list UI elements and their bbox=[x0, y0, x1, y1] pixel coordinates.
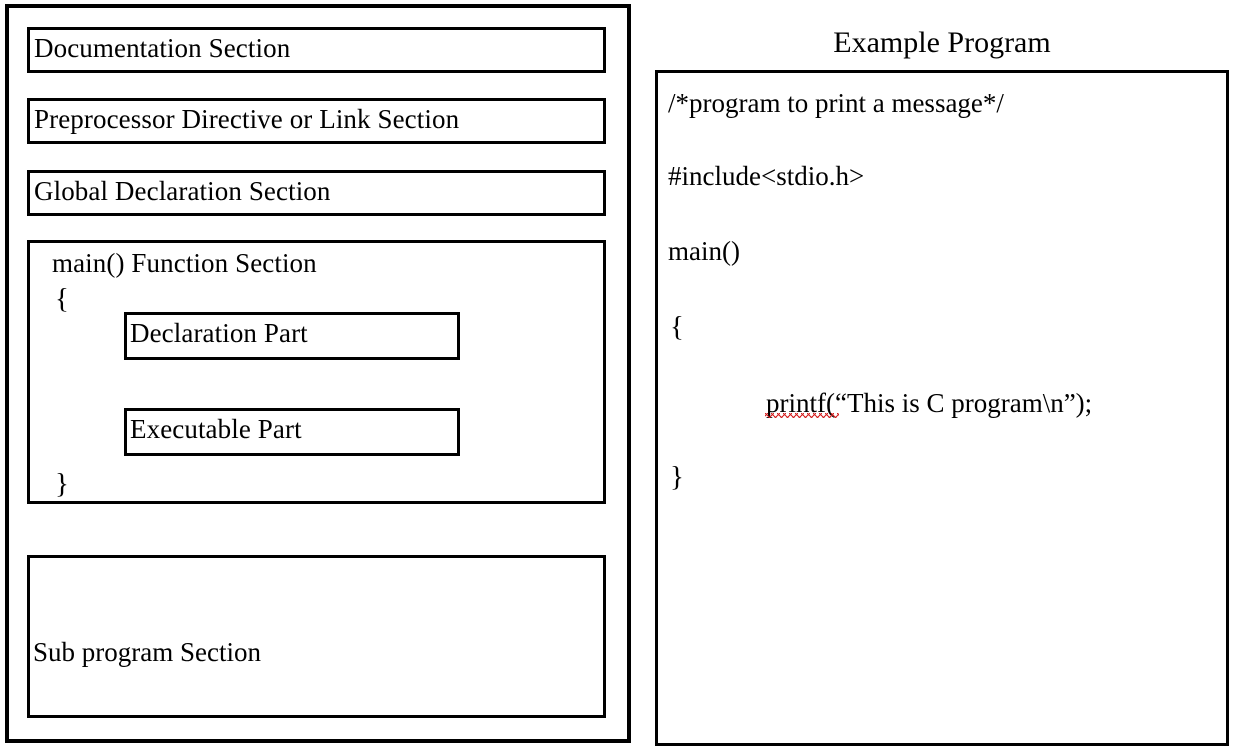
preprocessor-section-label: Preprocessor Directive or Link Section bbox=[34, 104, 460, 134]
preprocessor-section-box bbox=[27, 98, 606, 144]
sub-program-section-box bbox=[27, 555, 606, 718]
code-line-printf: printf(“This is C program\n”); bbox=[766, 388, 1093, 418]
declaration-part-box bbox=[124, 312, 460, 360]
global-declaration-section-box bbox=[27, 170, 606, 216]
executable-part-label: Executable Part bbox=[130, 414, 302, 444]
code-line-include: #include<stdio.h> bbox=[668, 161, 865, 191]
sub-program-line-2: Or bbox=[33, 745, 368, 751]
example-program-box bbox=[655, 70, 1229, 746]
documentation-section-box bbox=[27, 27, 606, 73]
sub-program-section-labels: Sub program Section Or User Defined Func… bbox=[33, 560, 368, 751]
main-function-open-brace: { bbox=[55, 283, 70, 315]
executable-part-box bbox=[124, 408, 460, 456]
example-program-title: Example Program bbox=[833, 26, 1051, 59]
main-function-section-title: main() Function Section bbox=[52, 248, 317, 278]
documentation-section-label: Documentation Section bbox=[34, 33, 291, 63]
code-line-close-brace: } bbox=[670, 461, 684, 493]
main-function-section-box bbox=[27, 240, 606, 504]
code-line-main: main() bbox=[668, 236, 740, 266]
declaration-part-label: Declaration Part bbox=[130, 318, 308, 348]
main-function-close-brace: } bbox=[55, 468, 70, 500]
code-line-open-brace: { bbox=[670, 311, 684, 343]
global-declaration-section-label: Global Declaration Section bbox=[34, 176, 331, 206]
code-line-comment: /*program to print a message*/ bbox=[668, 88, 1004, 118]
sub-program-line-1: Sub program Section bbox=[33, 637, 261, 667]
